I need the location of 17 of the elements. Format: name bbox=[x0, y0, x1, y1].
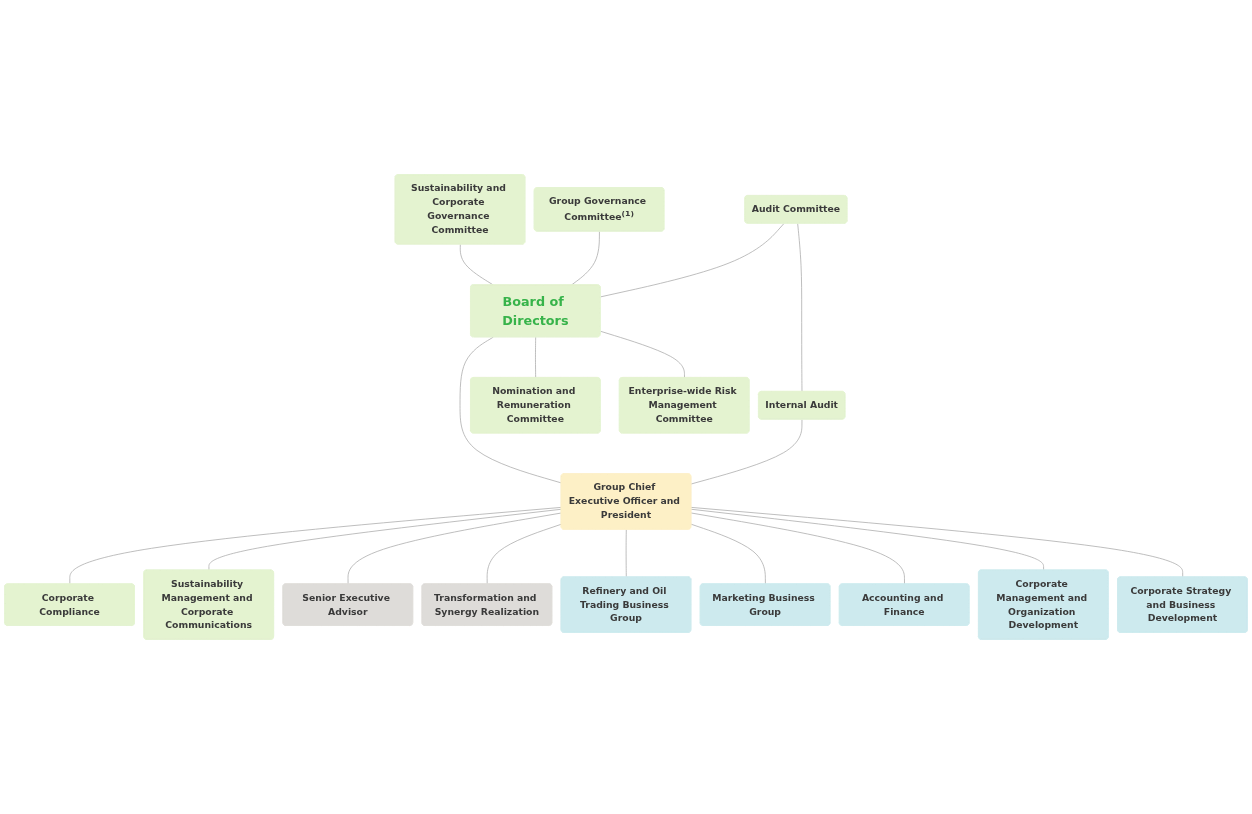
connector bbox=[690, 419, 803, 485]
connector bbox=[535, 336, 537, 379]
connector bbox=[459, 336, 562, 484]
connector bbox=[486, 523, 562, 585]
connector bbox=[459, 244, 494, 286]
connector bbox=[600, 223, 785, 298]
connector bbox=[347, 512, 562, 585]
connector bbox=[600, 330, 685, 379]
connector bbox=[69, 507, 562, 585]
connector bbox=[571, 231, 600, 286]
connector bbox=[690, 508, 1044, 571]
connector bbox=[625, 529, 627, 578]
connector bbox=[690, 507, 1184, 578]
connector bbox=[208, 508, 562, 571]
connector bbox=[797, 223, 803, 392]
connector bbox=[690, 512, 905, 585]
connector bbox=[690, 523, 766, 585]
